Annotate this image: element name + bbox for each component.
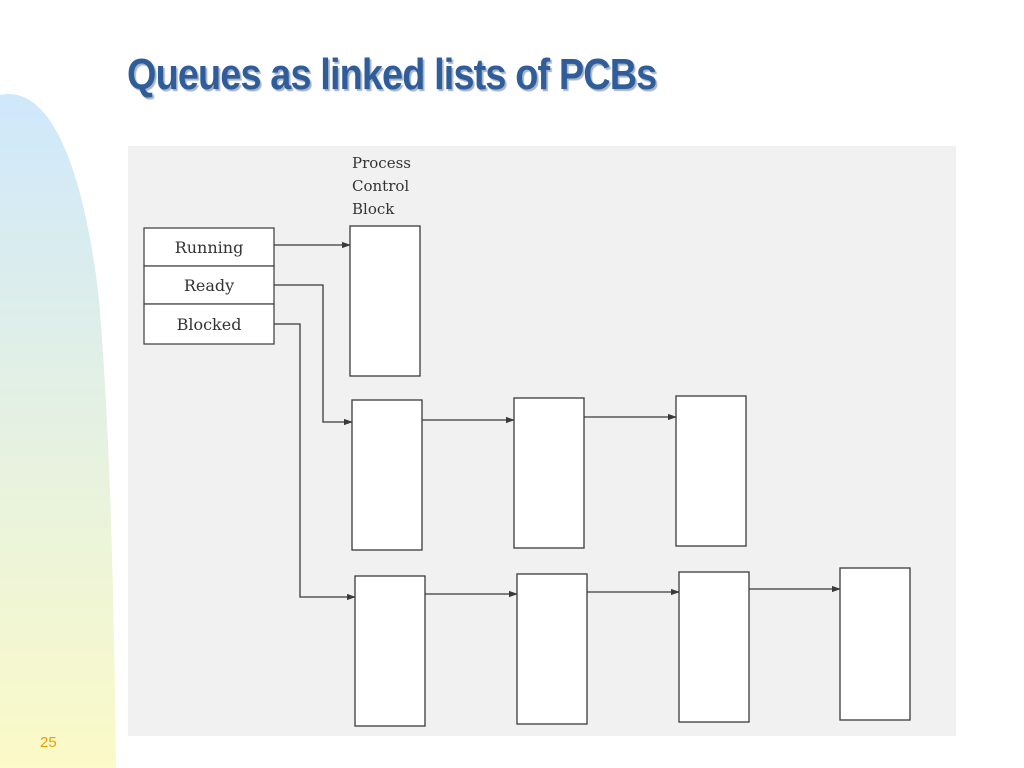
queue-header-table [143,227,275,345]
queue-cell-blocked [143,303,275,345]
queue-cell-running [143,227,275,267]
pcb-box-ready-1 [351,399,423,551]
pcb-box-running [349,225,421,377]
queue-label-blocked: Blocked [177,315,242,334]
pcb-label-line-2: Control [352,177,409,195]
queue-label-ready: Ready [184,276,234,295]
slide-title: Queues as linked lists of PCBs [127,50,657,99]
pcb-box-blocked-4 [839,567,911,721]
slide-number: 25 [40,734,57,751]
pcb-box-blocked-3 [678,571,750,723]
pcb-box-ready-2 [513,397,585,549]
side-swoosh-decoration [0,94,116,768]
queue-cell-ready [143,265,275,305]
pcb-label: Process Control Block [352,154,416,218]
pcb-label-line-1: Process [352,154,411,172]
pcb-box-blocked-1 [354,575,426,727]
pcb-box-ready-3 [675,395,747,547]
queue-label-running: Running [175,238,244,257]
pcb-box-blocked-2 [516,573,588,725]
arrow-ready-head [274,284,353,426]
pcb-queue-diagram: Process Control Block Running Ready Bloc… [128,146,956,736]
pcb-label-line-3: Block [352,200,395,218]
arrow-blocked-head [274,323,356,601]
